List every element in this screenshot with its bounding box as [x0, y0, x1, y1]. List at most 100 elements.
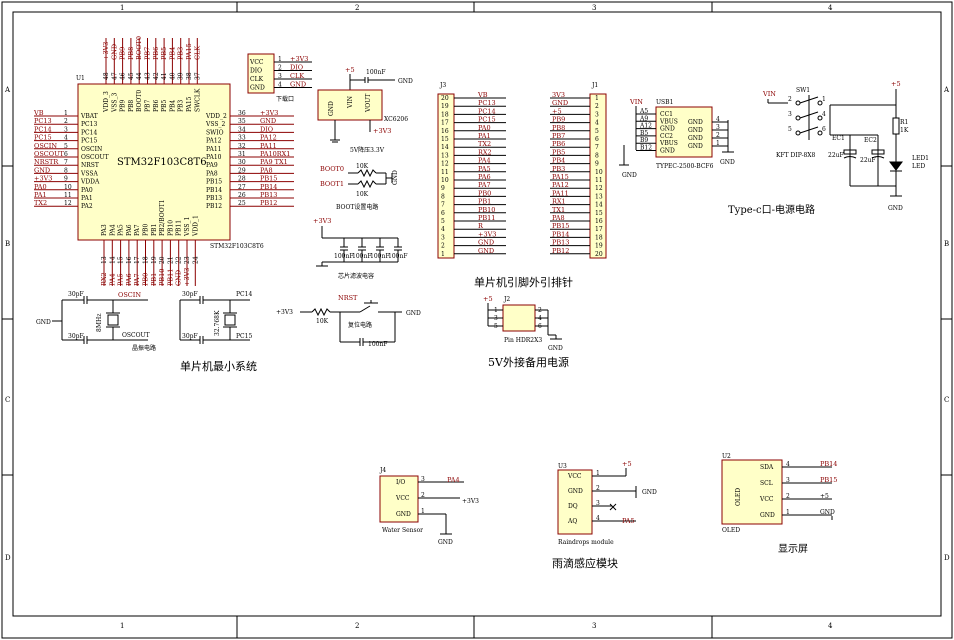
usb-inner-right: GND [688, 119, 703, 126]
mcu-top-net: PB6 [152, 47, 160, 60]
u2-pin-num: 2 [786, 493, 790, 500]
mcu-bottom-net: PA4 [108, 273, 116, 286]
xtal-c4: 30pF [182, 333, 198, 340]
mcu-top-num: 44 [136, 72, 143, 80]
frame-row-d-right: D [944, 554, 950, 562]
mcu-top-num: 45 [128, 72, 135, 80]
j1-ref: J1 [591, 82, 598, 89]
j2-right-num: 6 [538, 323, 542, 330]
j2-part: Pin HDR2X3 [504, 337, 542, 344]
j3-pin-num: 3 [441, 234, 445, 241]
frame-row-c-right: C [944, 396, 949, 404]
mcu-bottom-name: PA5 [118, 224, 125, 236]
power-led-part: LED [912, 163, 925, 170]
j3-pin-num: 19 [441, 103, 449, 110]
j4-pin-name: GND [396, 511, 411, 518]
usb-inner-right: GND [688, 127, 703, 134]
j1-pin-net: PB3 [552, 165, 565, 173]
j1-pin-num: 6 [595, 136, 599, 143]
usb-left-pin: B5 [640, 130, 648, 137]
mcu-bottom-num: 19 [151, 256, 158, 264]
j3-pin-num: 4 [441, 226, 445, 233]
j3-pin-num: 9 [441, 185, 445, 192]
switch-num-left: 5 [788, 126, 792, 133]
usb-inner-right: GND [688, 135, 703, 142]
j1-pin-net: RX1 [552, 198, 566, 206]
j3-pin-num: 6 [441, 210, 445, 217]
mcu-left-name: PC15 [81, 138, 97, 145]
mcu-top-num: 47 [111, 72, 118, 80]
j1-pin-net: GND [552, 99, 568, 107]
usb-gnd-left: GND [622, 172, 637, 179]
j1-pin-num: 16 [595, 218, 603, 225]
mcu-top-num: 46 [120, 72, 127, 80]
mcu-bottom-net: PB0 [142, 273, 150, 286]
download-pin-name: CLK [250, 76, 264, 83]
xtal-pc14: PC14 [236, 291, 252, 298]
j3-pin-num: 10 [441, 177, 449, 184]
mcu-right-num: 35 [238, 118, 246, 125]
mcu-bottom-name: VDD_1 [192, 215, 199, 237]
crystal-block: GND 30pF 30pF 8MHz OSCIN OSCOUT 晶振电路 30p… [36, 291, 252, 352]
xtal-gnd: GND [36, 319, 51, 326]
mcu-top-num: 40 [169, 72, 176, 80]
usb-left-pin: B9 [640, 137, 648, 144]
mcu-bottom-net: PA6 [125, 273, 133, 286]
j2-left-num: 5 [494, 323, 498, 330]
download-pin-num: 3 [278, 73, 282, 80]
j3-ref: J3 [439, 82, 446, 89]
mcu-right-name: SWIO [206, 129, 224, 136]
switch-contact-left [795, 115, 801, 121]
mcu-bottom-num: 13 [101, 256, 108, 264]
mcu-left-num: 3 [64, 126, 68, 133]
usb-left-pin: A5 [639, 108, 648, 115]
j4-pin-num: 3 [421, 476, 425, 483]
j3-pin-net: GND [478, 239, 494, 247]
j1-pin-net: PB7 [552, 132, 565, 140]
mcu-top-net: PB3 [177, 47, 185, 60]
mcu-bottom-name: PA6 [126, 224, 133, 236]
mcu-left-num: 1 [64, 110, 68, 117]
frame-col-4-bottom: 4 [828, 622, 833, 630]
mcu-right-name: PA8 [206, 170, 218, 177]
switch-num-left: 3 [788, 111, 792, 118]
mcu-left-name: OSCOUT [81, 154, 109, 161]
mcu-left-name: PC14 [81, 129, 97, 136]
mcu-right-num: 36 [238, 110, 246, 117]
mcu-top-net: PB9 [119, 47, 127, 60]
j1-pin-net: PB5 [552, 148, 565, 156]
mcu-bottom-name: PB1 [151, 224, 158, 236]
usb-inner-left: CC2 [660, 133, 673, 140]
download-pin-num: 4 [278, 82, 282, 89]
j1-pin-net: PB9 [552, 116, 565, 124]
reg-in-net: +5 [345, 66, 355, 74]
j1-pin-num: 11 [595, 177, 603, 184]
mcu-bottom-net: +3V3 [183, 268, 191, 286]
j1-pin-num: 9 [595, 161, 599, 168]
u3-pin-num: 4 [596, 515, 600, 522]
power-r1v: 1K [900, 127, 909, 134]
frame-row-d-left: D [5, 554, 11, 562]
mcu-right-num: 27 [238, 184, 246, 191]
usb-part: TYPEC-2500-BCF6 [656, 163, 714, 170]
download-pin-num: 1 [278, 56, 282, 63]
boot-b0: BOOT0 [320, 165, 344, 173]
mcu-left-num: 9 [64, 176, 68, 183]
download-pin-net: +3V3 [290, 55, 308, 63]
u3-pin-num: 1 [596, 470, 600, 477]
boot-b1: BOOT1 [320, 180, 344, 188]
j1-pin-net: PA15 [552, 173, 569, 181]
power-vin: VIN [762, 90, 776, 98]
j1-pin-num: 5 [595, 128, 599, 135]
u3-gnd: GND [642, 489, 657, 496]
usb-inner-left: GND [660, 126, 675, 133]
mcu-top-num: 38 [186, 72, 193, 80]
boot-gnd: GND [392, 170, 399, 185]
